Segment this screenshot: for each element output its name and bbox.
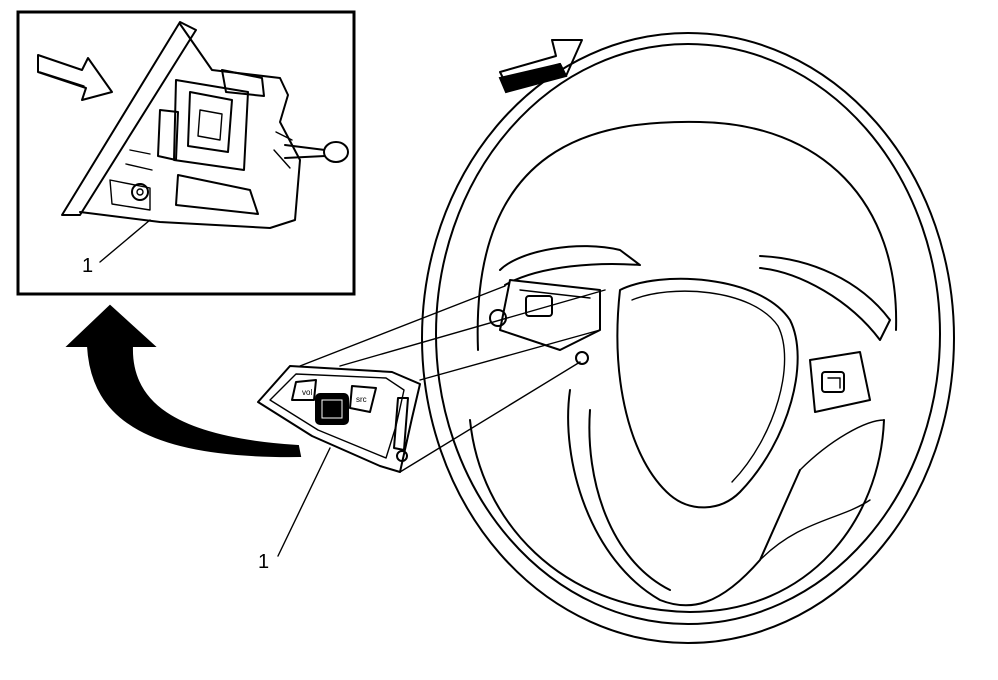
svg-text:vol: vol: [302, 388, 312, 397]
steering-wheel-switch: vol src: [257, 365, 421, 473]
main-leader-line: [277, 447, 331, 557]
inset-detail: 1: [16, 10, 356, 296]
inset-frame: [16, 10, 356, 296]
projection-lines: [299, 285, 606, 473]
direction-arrow-icon: [37, 54, 113, 101]
curved-arrow-icon: [65, 304, 302, 458]
inset-leader-line: [99, 219, 151, 263]
main-callout-label: 1: [258, 551, 269, 573]
steering-wheel: [421, 32, 955, 644]
direction-arrow-icon: [498, 39, 583, 94]
switch-rear-view: [61, 21, 349, 229]
svg-text:src: src: [356, 395, 367, 404]
inset-callout-label: 1: [82, 255, 93, 277]
